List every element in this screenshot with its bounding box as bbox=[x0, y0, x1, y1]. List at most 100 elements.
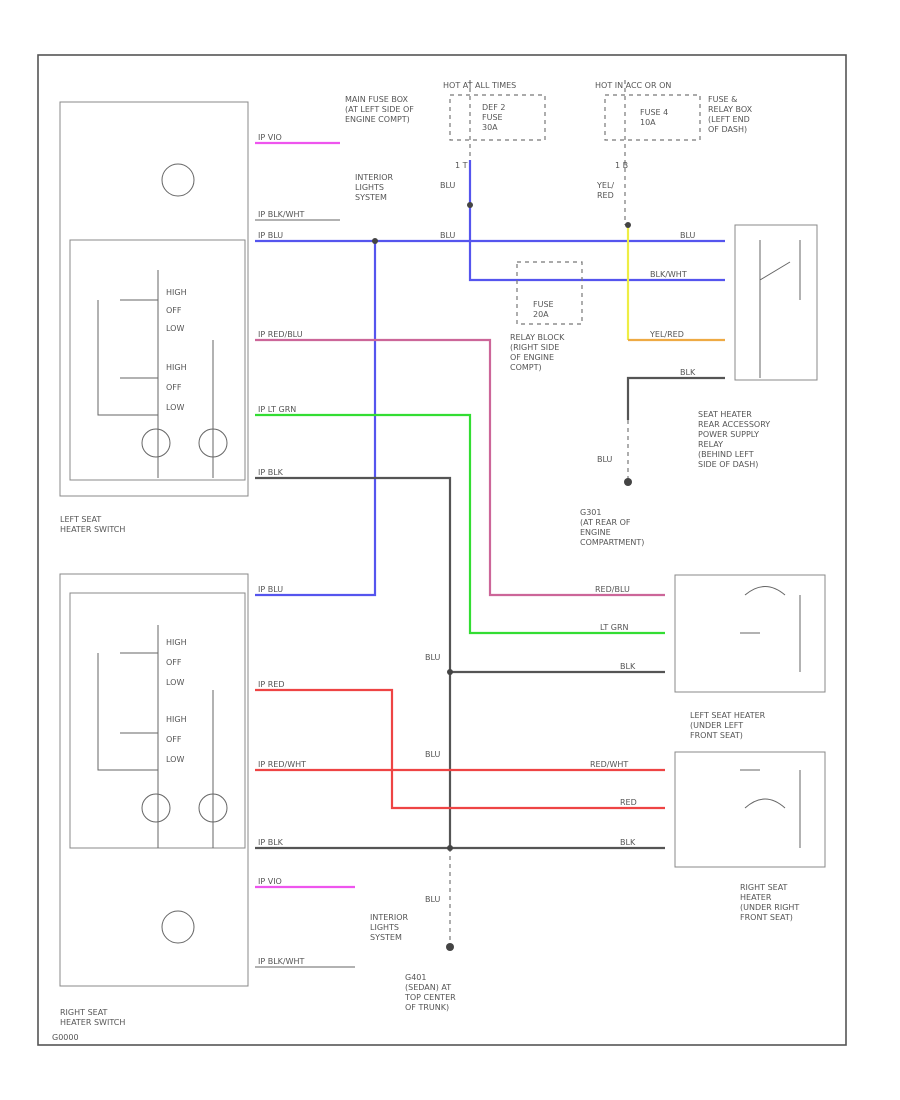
label-line: INTERIOR bbox=[370, 913, 409, 922]
right-seat-heater-box bbox=[674, 751, 826, 868]
label-line: RED bbox=[597, 191, 614, 200]
wire-tag: BLK bbox=[680, 368, 696, 377]
fuse-box-top-right bbox=[604, 94, 701, 141]
label-high: HIGH bbox=[166, 715, 187, 724]
indicator-lamp-icon bbox=[161, 910, 195, 944]
label-line: HEATER SWITCH bbox=[60, 1018, 125, 1027]
wire-tag: IP VIO bbox=[258, 877, 282, 886]
wire-blu-fuse bbox=[468, 160, 725, 282]
wire-tag: RED bbox=[620, 798, 637, 807]
wire-tag: BLK bbox=[620, 662, 636, 671]
wire-tag: IP BLK/WHT bbox=[258, 957, 305, 966]
wire-tag: IP BLK/WHT bbox=[258, 210, 305, 219]
junction-dot bbox=[372, 238, 378, 244]
label-wire-blu: BLU bbox=[440, 181, 456, 190]
label-line: OF ENGINE bbox=[510, 353, 554, 362]
label-line: RIGHT SEAT bbox=[740, 883, 788, 892]
label-wire-1b: 1 B bbox=[615, 161, 628, 170]
label-line: LEFT SEAT HEATER bbox=[690, 711, 766, 720]
wire-tag: IP VIO bbox=[258, 133, 282, 142]
label-line: FUSE 4 bbox=[640, 108, 668, 117]
label-line: SEAT HEATER bbox=[698, 410, 752, 419]
relay-contacts bbox=[759, 240, 801, 378]
label-line: ENGINE COMPT) bbox=[345, 115, 410, 124]
left-seat-heater-box bbox=[674, 574, 826, 693]
junction-dot bbox=[625, 222, 631, 228]
wire-blk-left bbox=[255, 476, 452, 848]
label-line: DEF 2 bbox=[482, 103, 505, 112]
label-wire-blu: BLU bbox=[425, 653, 441, 662]
label-line: COMPARTMENT) bbox=[580, 538, 644, 547]
label-line: RELAY bbox=[698, 440, 723, 449]
indicator-lamp-icon bbox=[161, 163, 195, 197]
wire-tag: LT GRN bbox=[600, 623, 629, 632]
wire-tag: IP RED bbox=[258, 680, 285, 689]
label-line: MAIN FUSE BOX bbox=[345, 95, 409, 104]
left-seat-switch-box bbox=[59, 101, 249, 497]
label-off: OFF bbox=[166, 306, 182, 315]
indicator-lamp-icon bbox=[141, 793, 171, 823]
wire-tag: IP RED/BLU bbox=[258, 330, 303, 339]
wire-tag: IP LT GRN bbox=[258, 405, 296, 414]
label-line: SYSTEM bbox=[370, 933, 402, 942]
label-line: RIGHT SEAT bbox=[60, 1008, 108, 1017]
heater-element bbox=[740, 769, 801, 848]
label-line: FUSE & bbox=[708, 95, 737, 104]
label-line: ENGINE bbox=[580, 528, 611, 537]
label-line: RELAY BLOCK bbox=[510, 333, 565, 342]
label-line: HEATER bbox=[740, 893, 772, 902]
label-wire-blu: BLU bbox=[425, 895, 441, 904]
wire-tag: BLK/WHT bbox=[650, 270, 687, 279]
label-hot-in-acc-or-on: HOT IN ACC OR ON bbox=[595, 81, 671, 90]
label-line: G301 bbox=[580, 508, 601, 517]
wire-tag: BLK bbox=[620, 838, 636, 847]
wire-tag: RED/WHT bbox=[590, 760, 628, 769]
label-line: FRONT SEAT) bbox=[690, 731, 743, 740]
label-high: HIGH bbox=[166, 363, 187, 372]
wire-tag: RED/BLU bbox=[595, 585, 630, 594]
junction-dot bbox=[447, 669, 453, 675]
wire-tag: IP BLK bbox=[258, 468, 284, 477]
wire-tag: YEL/RED bbox=[649, 330, 684, 339]
label-line: G401 bbox=[405, 973, 426, 982]
indicator-lamp-icon bbox=[141, 428, 171, 458]
switch-contact-lines bbox=[97, 625, 214, 848]
label-off: OFF bbox=[166, 383, 182, 392]
label-off: OFF bbox=[166, 735, 182, 744]
label-line: 30A bbox=[482, 123, 498, 132]
label-line: SYSTEM bbox=[355, 193, 387, 202]
label-line: FUSE bbox=[482, 113, 503, 122]
label-line: FUSE bbox=[533, 300, 554, 309]
label-low: LOW bbox=[166, 324, 184, 333]
junction-dot bbox=[467, 202, 473, 208]
label-line: 20A bbox=[533, 310, 549, 319]
right-seat-switch-box bbox=[59, 573, 249, 987]
label-line: 10A bbox=[640, 118, 656, 127]
wire-tag: IP BLK bbox=[258, 838, 284, 847]
label-line: RELAY BOX bbox=[708, 105, 753, 114]
label-line: (AT LEFT SIDE OF bbox=[345, 105, 414, 114]
label-line: OF DASH) bbox=[708, 125, 747, 134]
label-line: HEATER SWITCH bbox=[60, 525, 125, 534]
label-low: LOW bbox=[166, 755, 184, 764]
ground-symbol-g301 bbox=[624, 478, 632, 486]
junction-dot bbox=[447, 845, 453, 851]
label-line: POWER SUPPLY bbox=[698, 430, 759, 439]
label-line: (UNDER LEFT bbox=[690, 721, 743, 730]
label-line: YEL/ bbox=[596, 181, 614, 190]
label-line: LIGHTS bbox=[370, 923, 399, 932]
wire-tag: IP BLU bbox=[258, 231, 283, 240]
label-corner-code: G0000 bbox=[52, 1033, 79, 1042]
label-line: (LEFT END bbox=[708, 115, 750, 124]
label-line: LIGHTS bbox=[355, 183, 384, 192]
